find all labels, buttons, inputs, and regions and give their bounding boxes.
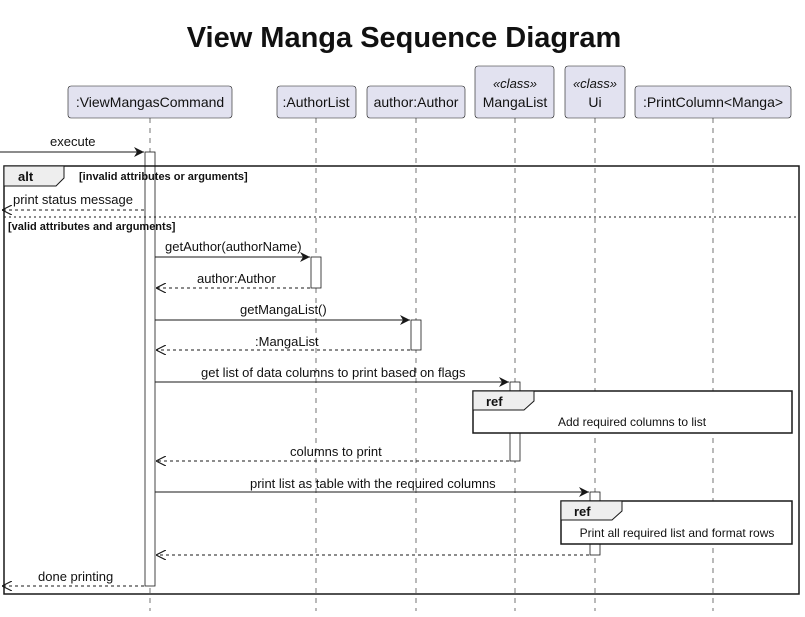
message-print-table: print list as table with the required co… xyxy=(155,476,589,497)
participant-label: Ui xyxy=(588,94,601,110)
message-get-columns: get list of data columns to print based … xyxy=(155,365,509,387)
message-label: print status message xyxy=(13,192,133,207)
participant-stereotype: «class» xyxy=(493,76,537,91)
participant-label: :PrintColumn<Manga> xyxy=(643,94,783,110)
message-done-printing: done printing xyxy=(2,569,144,586)
message-label: get list of data columns to print based … xyxy=(201,365,466,380)
message-label: execute xyxy=(50,134,96,149)
message-label: columns to print xyxy=(290,444,382,459)
diagram-title: View Manga Sequence Diagram xyxy=(187,22,622,54)
participant-stereotype: «class» xyxy=(573,76,617,91)
ref-label: ref xyxy=(486,394,503,409)
message-label: getMangaList() xyxy=(240,302,327,317)
participant-authorlist: :AuthorList xyxy=(276,85,357,119)
activation-authorlist xyxy=(310,256,322,289)
ref-label: ref xyxy=(574,504,591,519)
message-print-status: print status message xyxy=(2,192,144,210)
message-label: print list as table with the required co… xyxy=(250,476,496,491)
message-label: author:Author xyxy=(197,271,276,286)
message-label: :MangaList xyxy=(255,334,319,349)
messages: execute print status message getAuthor(a… xyxy=(0,134,589,586)
alt-fragment: alt [invalid attributes or arguments] [v… xyxy=(3,165,800,595)
message-execute: execute xyxy=(0,134,144,157)
message-columns-return: columns to print xyxy=(156,444,509,461)
message-label: done printing xyxy=(38,569,113,584)
message-author-return: author:Author xyxy=(156,271,310,288)
participant-label: MangaList xyxy=(483,94,548,110)
participant-mangalist: «class» MangaList xyxy=(474,65,555,119)
activation-author xyxy=(410,319,422,351)
participant-printcolumn: :PrintColumn<Manga> xyxy=(634,85,792,119)
activation-cmd xyxy=(144,151,156,587)
participant-label: author:Author xyxy=(374,94,459,110)
participant-label: :AuthorList xyxy=(283,94,350,110)
participant-viewmangascommand: :ViewMangasCommand xyxy=(67,85,233,119)
message-mangalist-return: :MangaList xyxy=(156,334,410,350)
ref-fragment-add-columns: ref Add required columns to list xyxy=(472,390,793,434)
alt-guard-valid: [valid attributes and arguments] xyxy=(8,221,176,233)
ref-text: Print all required list and format rows xyxy=(580,526,775,540)
message-get-author: getAuthor(authorName) xyxy=(155,239,310,262)
participants: :ViewMangasCommand :AuthorList author:Au… xyxy=(67,65,792,119)
participant-author: author:Author xyxy=(366,85,466,119)
message-get-manga-list: getMangaList() xyxy=(155,302,410,325)
alt-label: alt xyxy=(18,169,34,184)
alt-guard-invalid: [invalid attributes or arguments] xyxy=(79,171,248,183)
participant-ui: «class» Ui xyxy=(564,65,626,119)
participant-label: :ViewMangasCommand xyxy=(76,94,224,110)
message-label: getAuthor(authorName) xyxy=(165,239,302,254)
ref-fragment-print-rows: ref Print all required list and format r… xyxy=(560,500,793,545)
ref-text: Add required columns to list xyxy=(558,415,707,429)
